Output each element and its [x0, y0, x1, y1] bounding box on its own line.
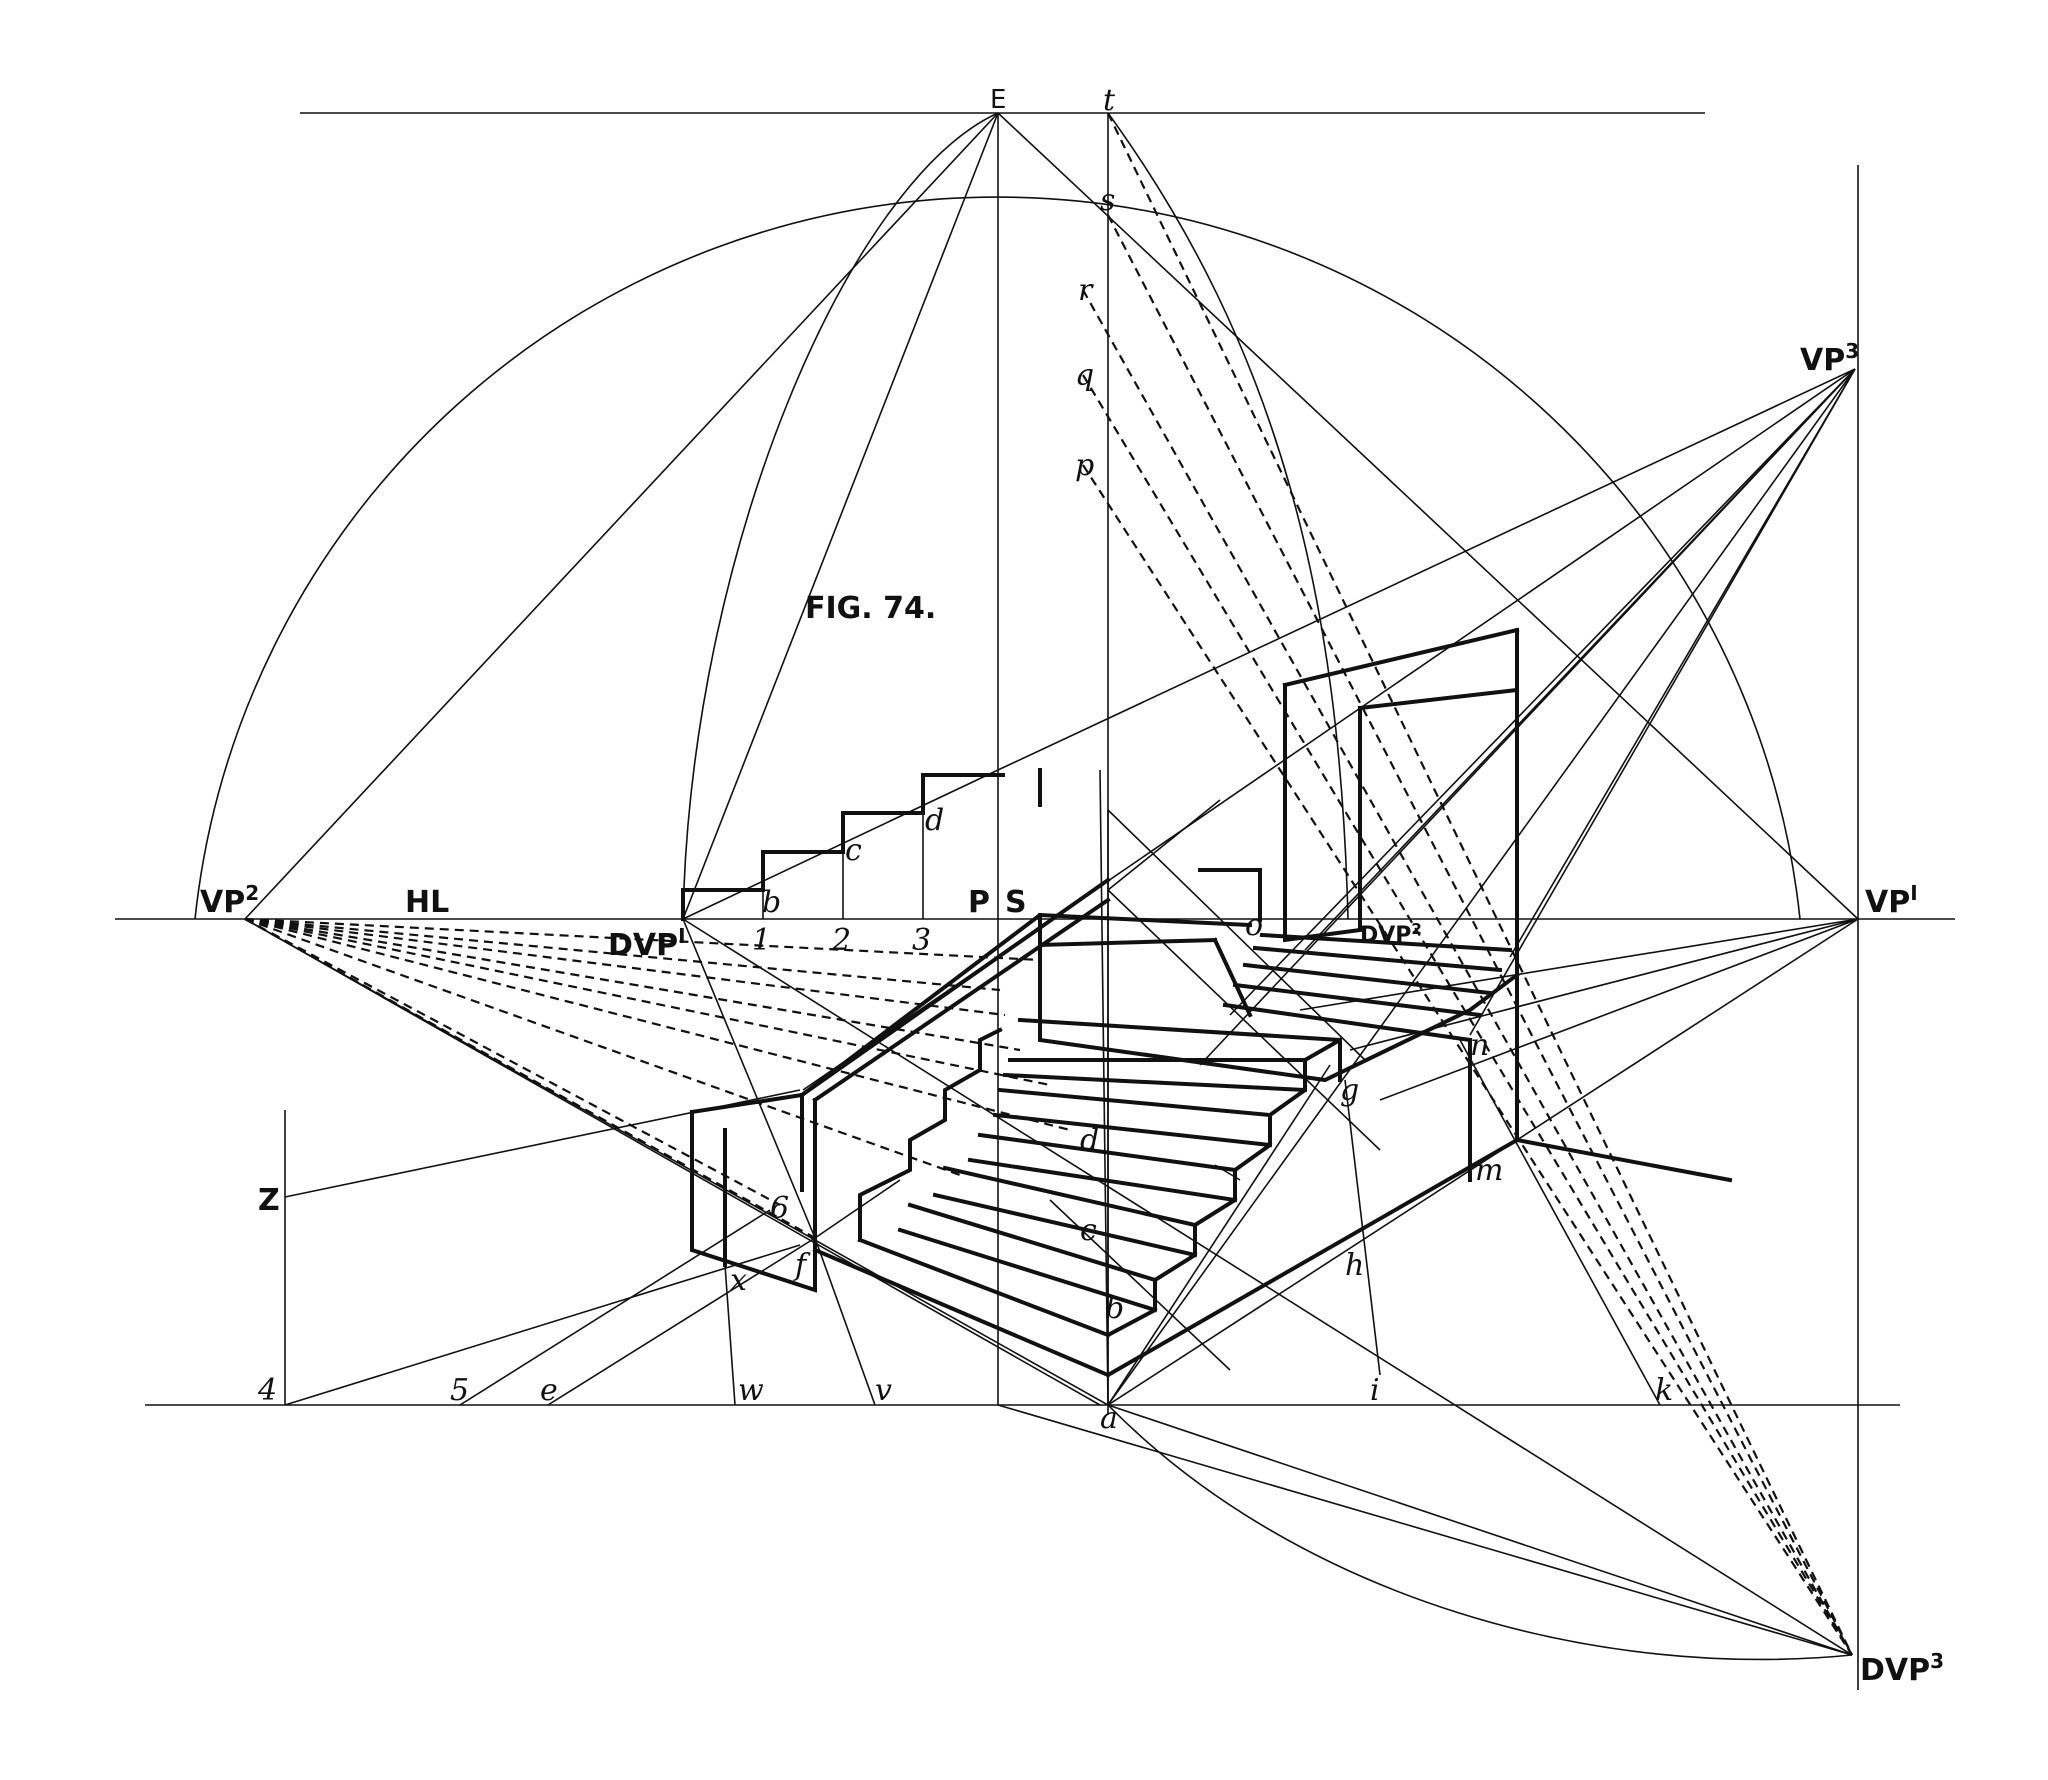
label-q: q: [1075, 358, 1094, 393]
label-o: o: [1245, 908, 1263, 943]
label-b-low: b: [1105, 1291, 1124, 1326]
label-v: v: [875, 1373, 892, 1408]
label-m: m: [1475, 1153, 1503, 1188]
dvp3-arc: [1107, 1404, 1853, 1661]
label-t: t: [1103, 83, 1116, 118]
point-labels: E t s r q p VP2 HL DVPI P S o DVP2 VPI V…: [200, 83, 1944, 1688]
label-3: 3: [912, 923, 931, 958]
label-a: a: [1100, 1401, 1118, 1436]
dvp1-arc: [682, 112, 999, 920]
construction-frame: [115, 112, 1955, 1690]
label-dvp2: DVP2: [1360, 920, 1422, 948]
back-frame: [1283, 683, 1362, 943]
label-hl: HL: [405, 885, 449, 920]
label-h: h: [1345, 1248, 1364, 1283]
label-i: i: [1370, 1373, 1380, 1408]
label-4: 4: [257, 1373, 277, 1408]
left-block: [690, 1098, 817, 1293]
label-vp3: VP3: [1800, 339, 1859, 378]
left-wall: [689, 912, 1253, 1115]
label-5: 5: [450, 1373, 469, 1408]
label-p: p: [1075, 448, 1094, 483]
label-n: n: [1470, 1028, 1489, 1063]
profile-steps: [681, 769, 1005, 921]
label-z: Z: [258, 1183, 280, 1218]
label-1: 1: [752, 923, 771, 958]
large-semicircle: [194, 196, 1801, 920]
label-2: 2: [831, 923, 851, 958]
label-dvp1: DVPI: [608, 924, 686, 963]
label-vp1: VPI: [1865, 881, 1918, 920]
label-r: r: [1078, 273, 1094, 308]
dashed-construction-lines: [244, 112, 1853, 1656]
label-s-point: S: [1005, 885, 1027, 920]
label-dvp3: DVP3: [1860, 1649, 1944, 1688]
upper-landing: [1038, 913, 1520, 1083]
label-k: k: [1655, 1373, 1673, 1408]
label-x: x: [730, 1263, 747, 1298]
label-p-point: P: [968, 885, 990, 920]
stair-side-base: [1105, 1137, 1520, 1378]
label-c-low: c: [1080, 1213, 1097, 1248]
label-E: E: [990, 85, 1006, 115]
label-d-low: d: [1080, 1123, 1099, 1158]
construction-lines: [244, 112, 1859, 1656]
label-b-high: b: [762, 885, 781, 920]
label-d-high: d: [925, 803, 944, 838]
staircase-body: [689, 627, 1733, 1378]
label-vp2: VP2: [200, 881, 259, 920]
label-s-top: s: [1100, 183, 1115, 218]
label-6: 6: [770, 1191, 789, 1226]
stair-front-base: [812, 1247, 1111, 1378]
stair-steps: [857, 932, 1513, 1338]
dvp2-arc: [1107, 112, 1349, 920]
figure-title: FIG. 74.: [805, 591, 936, 626]
label-f: f: [793, 1248, 811, 1283]
label-w: w: [738, 1373, 764, 1408]
construction-arcs: [194, 112, 1853, 1661]
label-e: e: [540, 1373, 558, 1408]
label-c-high: c: [845, 833, 862, 868]
label-g: g: [1340, 1073, 1359, 1108]
